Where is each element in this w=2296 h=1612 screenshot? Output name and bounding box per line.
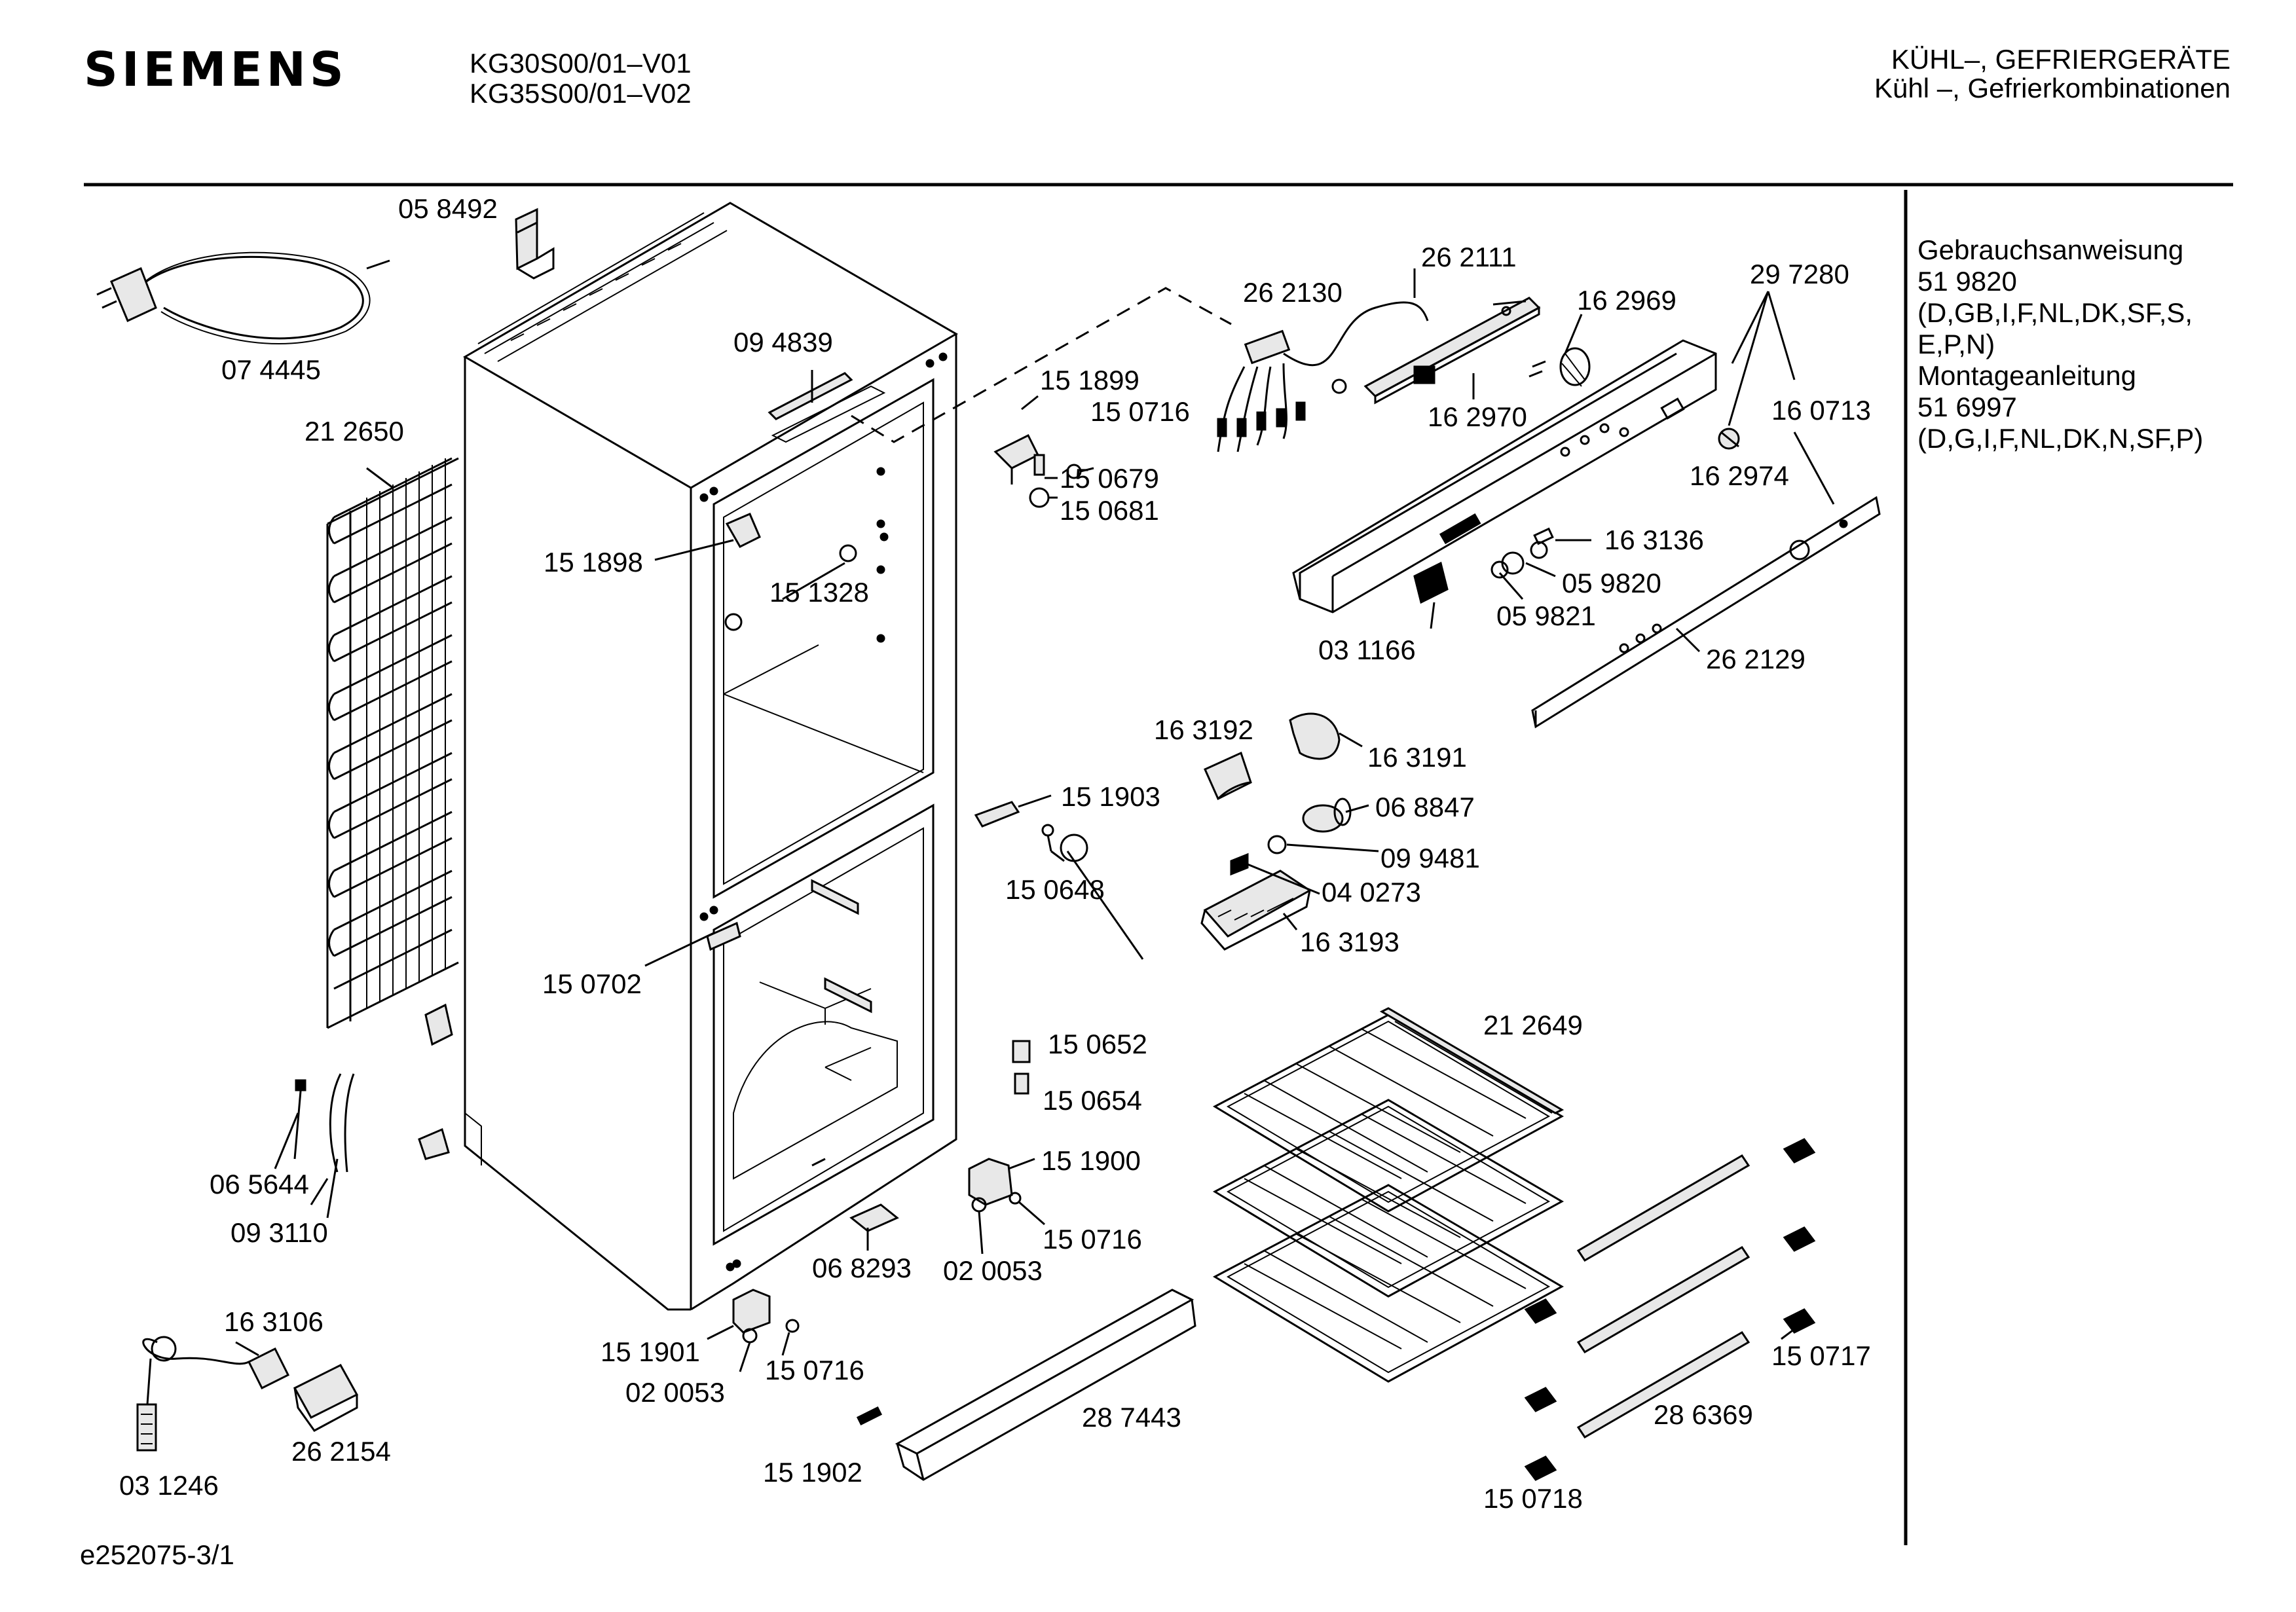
sidebar-line: (D,GB,I,F,NL,DK,SF,S, [1917, 297, 2193, 328]
toe-grille-drawing [856, 1289, 1196, 1481]
part-label: 05 9821 [1496, 600, 1596, 631]
front-strip-drawing [1531, 496, 1881, 729]
part-label: 15 0718 [1483, 1483, 1583, 1514]
sidebar-line: E,P,N) [1917, 329, 1995, 359]
model-number-2: KG35S00/01–V02 [470, 78, 692, 109]
top-bracket-drawing [515, 208, 555, 280]
part-label: 16 3136 [1604, 524, 1704, 555]
part-label: 15 0681 [1060, 495, 1159, 526]
part-label: 15 0716 [1043, 1224, 1142, 1255]
rails-drawing [1524, 1138, 1816, 1481]
part-label: 29 7280 [1750, 259, 1849, 289]
documentation-sidebar: Gebrauchsanweisung 51 9820 (D,GB,I,F,NL,… [1917, 234, 2203, 454]
part-label: 26 2130 [1243, 277, 1342, 308]
part-label: 03 1166 [1318, 634, 1416, 665]
model-number-1: KG30S00/01–V01 [470, 48, 692, 79]
document-id: e252075-3/1 [80, 1539, 234, 1570]
part-label: 28 7443 [1082, 1402, 1181, 1433]
sidebar-line: Gebrauchsanweisung [1917, 234, 2184, 265]
part-label: 16 3191 [1367, 742, 1467, 773]
sidebar-line: 51 9820 [1917, 266, 2017, 297]
hinge-parts-drawing [993, 433, 1094, 508]
part-label: 16 2974 [1690, 460, 1789, 491]
part-label: 16 3193 [1300, 926, 1399, 957]
part-label: 16 0713 [1771, 395, 1871, 426]
part-label: 15 1902 [763, 1457, 862, 1488]
part-label: 15 1328 [769, 577, 869, 608]
part-label: 15 0716 [1090, 396, 1190, 427]
power-cord-drawing [96, 251, 390, 344]
freezer-grids-drawing [1212, 1007, 1565, 1383]
part-label: 26 2154 [291, 1436, 391, 1467]
part-label: 05 9820 [1562, 568, 1661, 598]
lamp-parts-drawing [1200, 712, 1352, 951]
part-label: 15 0716 [765, 1355, 864, 1385]
part-label: 07 4445 [221, 354, 321, 385]
wiring-harness-drawing [1217, 301, 1429, 452]
part-label: 15 1900 [1041, 1145, 1141, 1176]
part-label: 15 0702 [542, 968, 642, 999]
category-subtitle: Kühl –, Gefrierkombinationen [1874, 73, 2231, 103]
part-label: 15 1903 [1061, 781, 1160, 812]
part-label: 03 1246 [119, 1470, 219, 1501]
part-label: 04 0273 [1322, 877, 1421, 907]
sidebar-line: Montageanleitung [1917, 360, 2136, 391]
sensor-parts-drawing [136, 1073, 359, 1452]
part-label: 21 2650 [305, 416, 404, 447]
part-label: 26 2111 [1421, 242, 1517, 272]
part-label: 26 2129 [1706, 644, 1805, 674]
part-label: 02 0053 [943, 1255, 1043, 1286]
category-title: KÜHL–, GEFRIERGERÄTE [1891, 44, 2231, 75]
brand-logo: SIEMENS [84, 42, 348, 97]
part-label: 15 0648 [1005, 874, 1105, 905]
cabinet-drawing [418, 202, 958, 1311]
leader-lines [235, 268, 1835, 1372]
control-panel-drawing [1292, 339, 1740, 614]
part-label: 28 6369 [1654, 1399, 1753, 1430]
part-label: 15 0679 [1060, 463, 1159, 494]
sidebar-line: 51 6997 [1917, 392, 2017, 422]
part-label: 06 5644 [210, 1169, 309, 1200]
part-label: 02 0053 [625, 1377, 725, 1408]
part-label: 16 3106 [224, 1306, 324, 1337]
part-label: 15 1901 [601, 1336, 700, 1367]
part-label: 15 0654 [1043, 1085, 1142, 1116]
part-label: 05 8492 [398, 193, 498, 224]
part-label: 06 8847 [1375, 792, 1475, 822]
part-label: 15 0652 [1048, 1029, 1147, 1059]
part-label: 15 0717 [1771, 1340, 1871, 1371]
part-label: 16 2970 [1428, 401, 1527, 432]
part-label: 15 1898 [544, 547, 643, 577]
part-label: 09 4839 [733, 327, 833, 357]
condenser-drawing [326, 457, 459, 1029]
part-label: 09 9481 [1380, 843, 1480, 873]
control-board-drawing [1363, 297, 1591, 405]
part-label: 21 2649 [1483, 1010, 1583, 1040]
mid-hardware-drawing [732, 801, 1088, 1344]
part-label: 16 2969 [1577, 285, 1676, 316]
part-label: 16 3192 [1154, 714, 1253, 745]
part-label: 15 1899 [1040, 365, 1139, 395]
sidebar-line: (D,G,I,F,NL,DK,N,SF,P) [1917, 423, 2204, 454]
part-label: 06 8293 [812, 1253, 912, 1283]
part-label: 09 3110 [231, 1217, 328, 1248]
